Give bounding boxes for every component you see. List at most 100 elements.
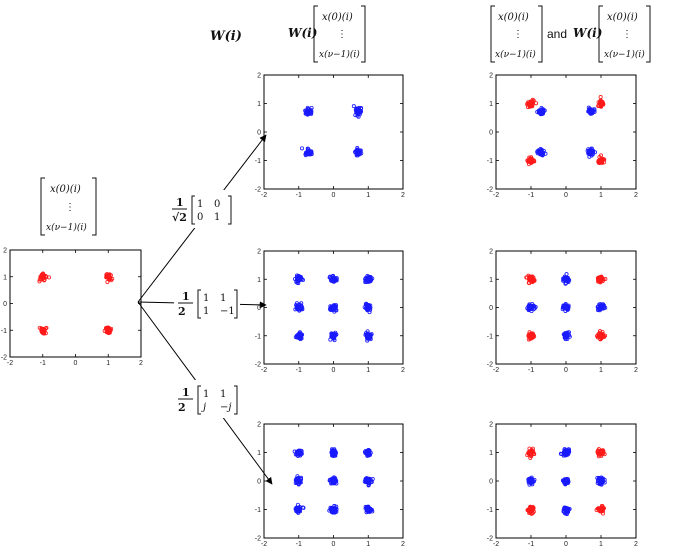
x-tick-label: 2 [634,541,638,548]
y-tick-label: -2 [487,362,493,369]
y-tick-label: 2 [489,73,493,80]
y-tick-label: -1 [487,333,493,340]
y-tick-label: 1 [3,274,7,281]
input-vector-label: x(0)(i) ⋮ x(ν−1)(i) [40,177,97,236]
constellation-point-blue [535,105,547,117]
matrix-cell: 0 [197,212,203,223]
x-tick-label: -2 [261,541,267,548]
y-tick-label: 1 [257,450,261,457]
w-times-vector-w: W(i) [288,26,317,40]
x-tick-label: -2 [261,192,267,199]
y-tick-label: 2 [257,73,261,80]
x-tick-label: 2 [401,367,405,374]
y-tick-label: 0 [489,479,493,486]
matrix-cell: −1 [220,306,235,317]
vector3-dots: ⋮ [622,29,632,40]
constellation-point-red [525,155,537,167]
constellation-point-red [524,273,537,286]
matrix-cell: 1 [197,199,203,210]
constellation-point-blue [293,502,306,515]
y-tick-label: 1 [257,101,261,108]
plot-frame [9,249,142,358]
x-tick-label: -1 [296,192,302,199]
constellation-point-blue [558,447,572,458]
vector-bottom: x(ν−1)(i) [319,49,360,60]
y-tick-label: 1 [257,277,261,284]
y-tick-label: 2 [257,249,261,256]
y-tick-label: 0 [257,130,261,137]
matrix-cell: j [201,402,206,413]
constellation-point-blue [363,504,375,515]
plot-panels: -2-2-1-1001122-2-2-1-1001122-2-2-1-10011… [1,73,638,548]
y-tick-label: 2 [489,422,493,429]
constellation-point-blue [293,330,305,342]
constellation-point-red [526,330,537,342]
x-tick-label: 2 [401,192,405,199]
x-tick-label: -1 [528,192,534,199]
vector3-bottom: x(ν−1)(i) [604,49,645,60]
y-tick-label: 1 [489,101,493,108]
x-tick-label: 1 [366,192,370,199]
constellation-point-blue [362,476,375,488]
matrix-cell: 1 [214,212,220,223]
vector2-top: x(0)(i) [498,12,529,23]
constellation-point-red [596,153,607,166]
constellation-point-blue [293,301,305,313]
y-tick-label: -2 [255,187,261,194]
constellation-point-blue [362,301,373,315]
constellation-point-blue [363,329,374,343]
constellation-point-red [594,504,606,516]
y-tick-label: -2 [487,187,493,194]
matrix-scalar-num: 1 [182,386,190,399]
x-tick-label: 1 [599,541,603,548]
y-tick-label: 0 [257,479,261,486]
x-tick-label: -2 [493,541,499,548]
matrix-scalar-den: 2 [178,305,186,318]
constellation-point-blue [327,504,339,515]
matrix-cell: 1 [203,293,209,304]
x-tick-label: 0 [332,367,336,374]
plot-frame [495,74,637,190]
matrix-scalar-num: 1 [182,290,190,303]
constellation-point-red [596,95,606,109]
x-tick-label: -1 [296,367,302,374]
y-tick-label: 1 [489,277,493,284]
x-tick-label: -2 [493,367,499,374]
y-tick-label: 2 [3,248,7,255]
x-tick-label: -1 [528,541,534,548]
constellation-point-blue [351,104,364,119]
x-tick-label: 0 [564,541,568,548]
x-tick-label: 2 [634,192,638,199]
constellation-point-blue [595,475,607,487]
constellation-point-blue [327,273,339,284]
x-tick-label: 0 [564,367,568,374]
and-label: and [547,27,567,41]
x-tick-label: 0 [332,541,336,548]
constellation-point-blue [561,330,572,342]
y-tick-label: -2 [487,536,493,543]
constellation-point-blue [292,448,304,458]
constellation-point-red [525,504,536,516]
x-tick-label: 0 [74,360,78,367]
x-tick-label: 1 [106,360,110,367]
constellation-point-blue [299,146,314,158]
y-tick-label: -2 [255,362,261,369]
constellation-point-red [37,325,49,336]
constellation-point-blue [303,105,314,117]
constellation-point-blue [561,272,572,286]
header-w-label: W(i) [210,29,242,44]
header-vector-and-w-vector: x(0)(i) ⋮ x(ν−1)(i) and W(i) x(0)(i) ⋮ x… [490,5,651,63]
constellation-point-blue [353,146,364,158]
constellation-point-blue [560,302,571,313]
matrix-scalar-den: √2 [172,211,187,224]
constellation-point-blue [328,330,339,343]
input-vector-top: x(0)(i) [50,184,81,195]
vector-dots: ⋮ [337,29,347,40]
y-tick-label: 0 [3,301,7,308]
